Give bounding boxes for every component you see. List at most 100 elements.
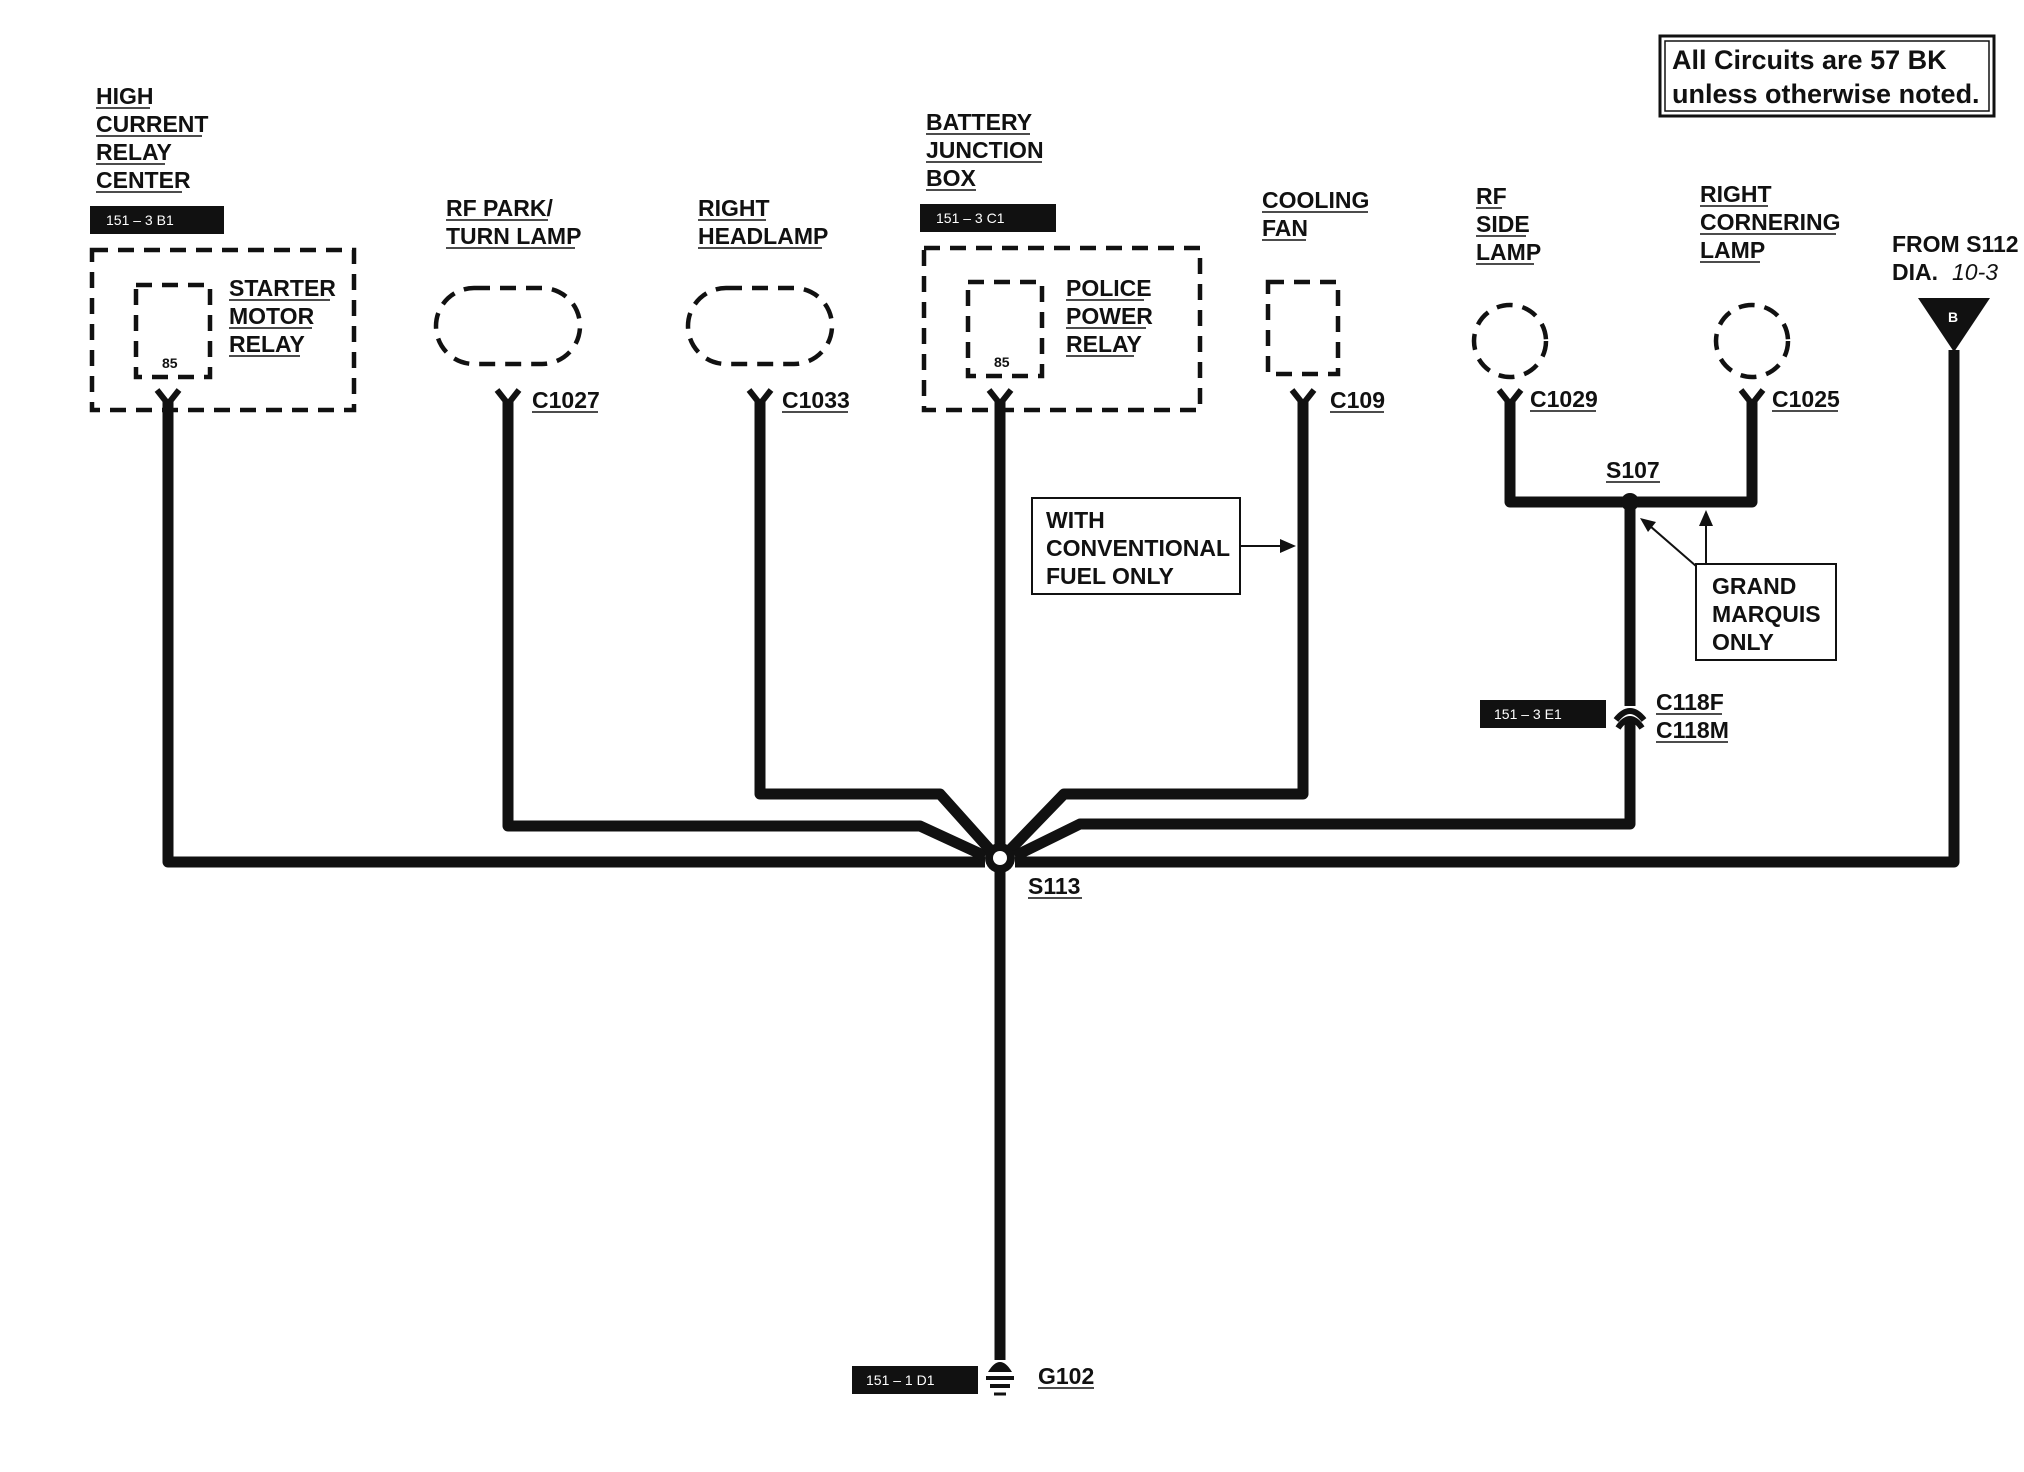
from-s112-line-1: FROM S112: [1892, 231, 2019, 257]
police-label-1: POLICE: [1066, 275, 1152, 301]
connector-c109: C109: [1330, 387, 1385, 413]
c1027-symbol: [494, 388, 522, 409]
rf-side-lamp: RF SIDE LAMP C1029: [1471, 183, 1598, 412]
connector-c1029: C1029: [1530, 386, 1598, 412]
grand-marquis-arrow-2: [1699, 510, 1713, 526]
cornering-title-3: LAMP: [1700, 237, 1765, 263]
connector-c1033: C1033: [782, 387, 850, 413]
starter-label-3: RELAY: [229, 331, 305, 357]
connector-symbols: [154, 388, 1766, 409]
bjb-ref: 151 – 3 C1: [936, 210, 1005, 226]
headlamp-shape: [685, 285, 835, 367]
bjb-title-3: BOX: [926, 165, 977, 191]
hcrc-pin: 85: [162, 355, 178, 371]
from-s112: FROM S112 DIA. 10-3 B: [1892, 231, 2019, 352]
offpage-letter: B: [1948, 309, 1958, 325]
from-s112-dia-label: DIA.: [1892, 259, 1938, 285]
bjb-title-2: JUNCTION: [926, 137, 1044, 163]
rf-park-lamp-shape: [433, 285, 583, 367]
side-lamp-shape: [1471, 302, 1549, 380]
hcrc-title-1: HIGH: [96, 83, 154, 109]
ground-g102: 151 – 1 D1 G102: [852, 1362, 1094, 1396]
grand-marquis-line-3: ONLY: [1712, 629, 1774, 655]
bjb-title-1: BATTERY: [926, 109, 1032, 135]
hcrc-pin-symbol: [154, 388, 182, 409]
splice-s107: S107: [1606, 457, 1660, 511]
headlamp-title-1: RIGHT: [698, 195, 770, 221]
starter-label-2: MOTOR: [229, 303, 315, 329]
conventional-line-3: FUEL ONLY: [1046, 563, 1174, 589]
wire-c1027: [502, 402, 988, 861]
hcrc-ref-tag: [90, 206, 224, 234]
note-line-1: All Circuits are 57 BK: [1672, 45, 1947, 75]
c1033-symbol: [746, 388, 774, 409]
ground-icon: [988, 1362, 1012, 1372]
bjb-box: [921, 245, 1203, 413]
c118f-label: C118F: [1656, 689, 1724, 715]
side-lamp-title-3: LAMP: [1476, 239, 1541, 265]
wire-c118-to-s113: [1012, 720, 1636, 861]
wire-c109: [1004, 402, 1309, 856]
conventional-line-1: WITH: [1046, 507, 1105, 533]
rf-park-title-2: TURN LAMP: [446, 223, 581, 249]
bjb-pin: 85: [994, 354, 1010, 370]
g102-label: G102: [1038, 1363, 1094, 1389]
offpage-arrow-b: [1918, 298, 1990, 352]
grand-marquis-arrow-1: [1640, 518, 1656, 532]
c118-male-symbol: [1615, 716, 1645, 730]
conventional-fuel-callout: WITH CONVENTIONAL FUEL ONLY: [1031, 497, 1296, 595]
c118-female-symbol: [1613, 708, 1647, 722]
battery-junction-box: BATTERY JUNCTION BOX 151 – 3 C1 85 POLIC…: [920, 109, 1203, 413]
circuit-note: All Circuits are 57 BK unless otherwise …: [1658, 34, 1996, 118]
police-label-2: POWER: [1066, 303, 1153, 329]
hcrc-title-4: CENTER: [96, 167, 191, 193]
rf-park-turn-lamp: RF PARK/ TURN LAMP C1027: [433, 195, 600, 413]
c1029-symbol: [1496, 388, 1524, 409]
starter-label-1: STARTER: [229, 275, 336, 301]
fan-title-1: COOLING: [1262, 187, 1369, 213]
right-headlamp: RIGHT HEADLAMP C1033: [685, 195, 850, 413]
hcrc-ref: 151 – 3 B1: [106, 212, 174, 228]
fan-shape: [1265, 279, 1341, 377]
grand-marquis-callout: GRAND MARQUIS ONLY: [1640, 510, 1837, 661]
cooling-fan: COOLING FAN C109: [1262, 187, 1385, 413]
conventional-arrow: [1280, 539, 1296, 553]
conventional-line-2: CONVENTIONAL: [1046, 535, 1230, 561]
rf-park-title-1: RF PARK/: [446, 195, 554, 221]
c109-symbol: [1289, 388, 1317, 409]
fan-title-2: FAN: [1262, 215, 1308, 241]
grand-marquis-line-1: GRAND: [1712, 573, 1796, 599]
hcrc-title-3: RELAY: [96, 139, 172, 165]
high-current-relay-center: HIGH CURRENT RELAY CENTER 151 – 3 B1 85 …: [89, 83, 357, 413]
connector-c1025: C1025: [1772, 386, 1840, 412]
c118-ref-tag: [1480, 700, 1606, 728]
starter-relay-box: [133, 282, 213, 380]
note-line-2: unless otherwise noted.: [1672, 79, 1980, 109]
s113-label: S113: [1028, 873, 1080, 899]
police-label-3: RELAY: [1066, 331, 1142, 357]
police-relay-box: [965, 279, 1045, 379]
side-lamp-title-1: RF: [1476, 183, 1507, 209]
g102-ref: 151 – 1 D1: [866, 1372, 935, 1388]
wire-c1033: [754, 402, 997, 856]
hcrc-title-2: CURRENT: [96, 111, 208, 137]
bjb-ref-tag: [920, 204, 1056, 232]
wire-hcrc: [162, 402, 985, 868]
connector-c1027: C1027: [532, 387, 600, 413]
headlamp-title-2: HEADLAMP: [698, 223, 828, 249]
inline-connector-c118: 151 – 3 E1 C118F C118M: [1480, 689, 1729, 743]
hcrc-box: [89, 247, 357, 413]
side-lamp-title-2: SIDE: [1476, 211, 1530, 237]
s107-label: S107: [1606, 457, 1660, 483]
cornering-title-2: CORNERING: [1700, 209, 1841, 235]
c118-ref: 151 – 3 E1: [1494, 706, 1562, 722]
cornering-lamp-shape: [1713, 302, 1791, 380]
wire-s107-branches: [1504, 402, 1758, 508]
g102-ref-tag: [852, 1366, 978, 1394]
c1025-symbol: [1738, 388, 1766, 409]
splice-s113: S113: [985, 843, 1082, 899]
bjb-pin-symbol: [986, 388, 1014, 409]
grand-marquis-line-2: MARQUIS: [1712, 601, 1821, 627]
c118m-label: C118M: [1656, 717, 1729, 743]
